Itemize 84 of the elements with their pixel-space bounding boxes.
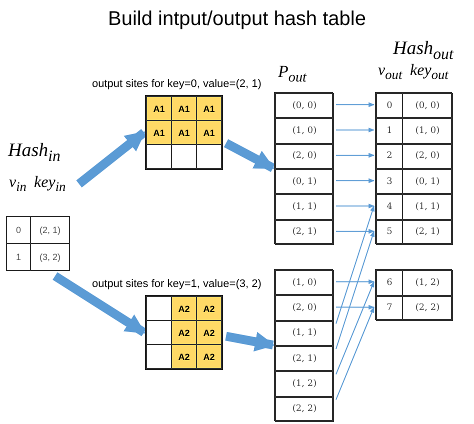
grid-cell: A1 [171, 120, 197, 145]
table-cell: (1, 0) [402, 119, 452, 143]
grid-cell: A1 [146, 96, 172, 121]
table-cell-text: 3 [386, 176, 394, 189]
arrow [336, 102, 375, 108]
arrow [336, 304, 375, 310]
table-row [376, 194, 453, 220]
table-cell-text: 4 [386, 200, 394, 214]
table-row [376, 169, 453, 194]
table-frame [274, 269, 333, 421]
arrow [336, 128, 375, 132]
arrow [336, 306, 374, 400]
table-row: (0, 1) [275, 169, 334, 194]
grid-cell: A2 [171, 296, 197, 321]
arrow [225, 332, 275, 352]
table-cell-text: 2 [386, 150, 394, 164]
table-row [376, 270, 453, 296]
column-header: P$_{out}$ [278, 62, 306, 86]
grid-cell: A1 [146, 120, 172, 145]
column-header: v$_{out}$ [378, 62, 402, 84]
table-cell-text: 6 [386, 276, 394, 290]
grid-cell: A2 [171, 320, 197, 345]
arrow [336, 281, 374, 375]
table-row: (1, 1) [275, 320, 334, 346]
table-cell: (0, 1) [402, 170, 452, 194]
column-header: v$_{in}$ [9, 174, 26, 196]
table-cell: (2, 1) [402, 220, 452, 244]
table-row: (2, 0) [275, 295, 334, 321]
table-cell: (3, 2) [30, 243, 70, 271]
table-row [376, 220, 453, 245]
table-cell: (1, 2) [402, 271, 452, 294]
table-cell: (2, 1) [30, 216, 70, 244]
arrow [76, 128, 147, 188]
column-header: key$_{in}$ [34, 174, 66, 196]
table-cell: (2, 2) [402, 296, 452, 320]
arrow [336, 204, 375, 208]
table-row: (2, 0) [275, 144, 334, 169]
table-frame [375, 92, 452, 244]
column-header: Hash$_{out}$ [393, 38, 454, 64]
table-row: (2, 1) [275, 220, 334, 245]
table-cell: (0, 0) [402, 94, 452, 118]
node-label: output sites for key=1, value=(3, 2) [92, 278, 262, 290]
arrow [336, 230, 375, 350]
table-frame [375, 269, 452, 320]
arrow [52, 272, 146, 336]
table-row: (0, 0) [275, 93, 334, 118]
table-row [376, 118, 453, 144]
table-cell-text: 5 [386, 226, 394, 240]
grid-cell: A1 [196, 120, 222, 145]
arrow [336, 228, 375, 234]
table-row: (1, 0) [275, 270, 334, 296]
table-cell-text: 7 [386, 302, 394, 316]
arrow [336, 279, 375, 284]
table-cell: 0 [6, 216, 31, 244]
grid-cell: A2 [171, 344, 197, 369]
table-row [376, 296, 453, 321]
table-row: (2, 2) [275, 396, 334, 422]
table-cell-text: 1 [386, 124, 394, 138]
grid-cell: A1 [196, 96, 222, 121]
arrow [224, 139, 276, 172]
table-heading: Hash$_{in}$ [8, 140, 60, 166]
table-row: (1, 1) [275, 194, 334, 220]
arrow [336, 178, 375, 184]
grid-cell: A1 [171, 96, 197, 121]
column-header: key$_{out}$ [410, 62, 448, 84]
node-label: output sites for key=0, value=(2, 1) [92, 78, 262, 90]
table-cell-text: 0 [386, 100, 394, 113]
table-row: (1, 0) [275, 118, 334, 144]
table-frame [274, 92, 333, 244]
table-row [376, 144, 453, 169]
table-row: (1, 2) [275, 371, 334, 397]
grid-cell: A2 [196, 296, 222, 321]
table-row [376, 93, 453, 118]
grid [145, 95, 223, 170]
arrow [336, 205, 375, 324]
arrow [336, 152, 375, 158]
table-cell: (2, 0) [402, 144, 452, 168]
grid [145, 295, 223, 370]
title: Build intput/output hash table [107, 8, 367, 31]
table-row: (2, 1) [275, 346, 334, 372]
grid-cell: A2 [196, 344, 222, 369]
table-cell: 1 [6, 243, 31, 271]
grid-cell: A2 [196, 320, 222, 345]
table-cell: (1, 1) [402, 195, 452, 219]
